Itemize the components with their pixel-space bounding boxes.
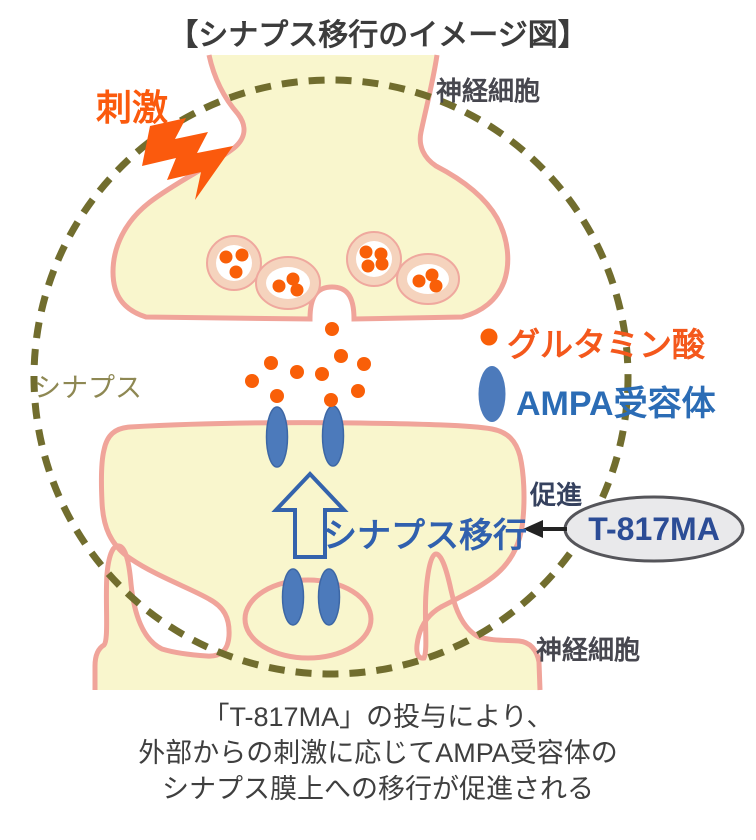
ampa-receptors bbox=[265, 405, 345, 626]
ampa-receptor bbox=[321, 405, 345, 467]
page-title: 【シナプス移行のイメージ図】 bbox=[168, 19, 588, 52]
glutamate-dot bbox=[357, 357, 371, 371]
glutamate-dot bbox=[325, 322, 339, 336]
legend-ampa-marker bbox=[478, 366, 506, 422]
presynaptic-membrane bbox=[110, 54, 511, 322]
synapse-label: シナプス bbox=[34, 373, 142, 403]
glutamate-dots bbox=[245, 322, 371, 407]
vesicle bbox=[396, 253, 460, 305]
glutamate-dot bbox=[315, 367, 329, 381]
caption-line-2: 外部からの刺激に応じてAMPA受容体の bbox=[138, 738, 618, 768]
up-arrow-icon bbox=[271, 471, 349, 559]
glutamate-dot bbox=[245, 374, 259, 388]
stimulus-label: 刺激 bbox=[96, 87, 169, 128]
left-arrow-icon bbox=[523, 520, 567, 538]
vesicle bbox=[255, 256, 321, 310]
postsynaptic-membrane bbox=[92, 420, 543, 691]
vesicle bbox=[206, 235, 262, 291]
glutamate-dot bbox=[324, 393, 338, 407]
caption: 「T-817MA」の投与により、 外部からの刺激に応じてAMPA受容体の シナプ… bbox=[0, 699, 756, 807]
synapse-dashed-circle bbox=[30, 76, 632, 678]
promotion-label: 促進 bbox=[530, 480, 583, 510]
drug-name-label: T-817MA bbox=[588, 511, 720, 547]
legend-glutamate-marker bbox=[480, 328, 498, 346]
glutamate-dot bbox=[264, 356, 278, 370]
legend-glutamate-label: グルタミン酸 bbox=[507, 326, 705, 363]
caption-line-3: シナプス膜上への移行が促進される bbox=[162, 774, 594, 804]
glutamate-dot bbox=[334, 349, 348, 363]
lightning-bolt-icon bbox=[142, 118, 233, 200]
vesicle bbox=[346, 231, 402, 287]
glutamate-dot bbox=[351, 384, 365, 398]
caption-line-1: 「T-817MA」の投与により、 bbox=[202, 702, 554, 732]
nerve-cell-bottom-label: 神経細胞 bbox=[536, 635, 641, 665]
legend-ampa-label: AMPA受容体 bbox=[516, 385, 716, 423]
glutamate-dot bbox=[270, 389, 284, 403]
synaptic-translocation-label: シナプス移行 bbox=[323, 517, 527, 555]
glutamate-dot bbox=[290, 365, 304, 379]
nerve-cell-top-label: 神経細胞 bbox=[436, 76, 541, 106]
synaptic-vesicles bbox=[206, 231, 460, 310]
ampa-receptor bbox=[265, 406, 289, 468]
ampa-receptor bbox=[281, 568, 305, 626]
ampa-receptor bbox=[317, 568, 341, 626]
spine-endosome-ring bbox=[242, 577, 374, 661]
